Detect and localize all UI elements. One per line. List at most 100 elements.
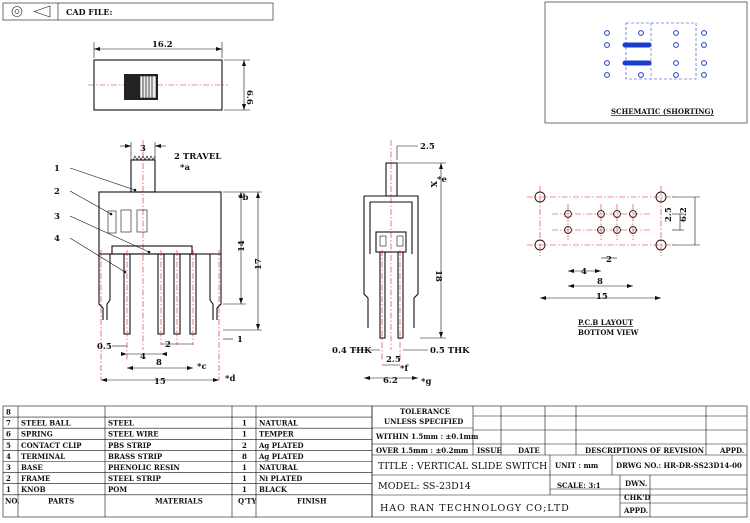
front-edge-dim: 0.5 [97, 342, 112, 352]
tb-appd2: APPD. [623, 506, 648, 515]
parts-cell-finish: Ag PLATED [258, 441, 304, 450]
tb-title: TITLE : VERTICAL SLIDE SWITCH [378, 461, 547, 472]
parts-cell-no: 4 [6, 452, 11, 461]
parts-cell-part: TERMINAL [21, 452, 65, 461]
parts-cell-finish: BLACK [259, 485, 288, 494]
schematic-box: SCHEMATIC (SHORTING) [544, 1, 748, 124]
pcb-hole [564, 210, 572, 218]
tb-appd: APPD. [719, 446, 744, 455]
pcb-hole [613, 226, 621, 234]
pcb-hole [629, 226, 637, 234]
schematic-terminal-dot [638, 72, 644, 78]
pcb-dim-c: 4 [581, 267, 587, 277]
tb-within: WITHIN 1.5mm : ±0.1mm [375, 432, 479, 441]
parts-header-part: PARTS [48, 496, 74, 505]
marker-e: *e [437, 175, 447, 185]
schematic-caption: SCHEMATIC (SHORTING) [611, 107, 714, 116]
tb-over: OVER 1.5mm : ±0.2mm [376, 446, 469, 455]
parts-cell-part: KNOB [21, 485, 46, 494]
schematic-terminal-dot [604, 60, 610, 66]
pcb-mount-hole [534, 191, 546, 203]
tb-chkd: CHK'D [624, 493, 650, 502]
pcb-holes [534, 191, 667, 251]
pcb-hole [564, 226, 572, 234]
pcb-mount-hole [655, 191, 667, 203]
side-knob-dim: 2.5 [420, 142, 435, 152]
front-total-h-dim: 17 [254, 258, 264, 270]
projection-symbol-icon [11, 5, 51, 18]
cad-file-label: CAD FILE: [66, 7, 112, 17]
front-pitch-b-dim: 2 [165, 340, 171, 350]
pcb-dim-e: 8 [597, 277, 603, 287]
side-terminals [379, 251, 404, 339]
parts-cell-material: PBS STRIP [108, 441, 152, 450]
callout-2: 2 [54, 187, 60, 197]
parts-header-qty: Q'TY [238, 496, 257, 505]
pcb-dim-b: 6.2 [679, 207, 689, 222]
schematic-terminal-dot [673, 72, 679, 78]
marker-d: *d [225, 374, 235, 384]
tb-unless: UNLESS SPECIFIED [384, 417, 463, 426]
schematic-terminal-dot [604, 42, 610, 48]
parts-cell-qty: 8 [242, 452, 247, 461]
schematic-terminal-dot [701, 30, 707, 36]
pcb-dim-d: 2 [606, 255, 612, 265]
schematic-terminal-dot [673, 42, 679, 48]
parts-cell-finish: TEMPER [259, 430, 294, 439]
marker-b: *b [238, 193, 248, 203]
schematic-terminal-dot [701, 42, 707, 48]
schematic-terminal-dot [673, 60, 679, 66]
parts-cell-qty: 1 [242, 474, 247, 483]
schematic-terminals [604, 30, 707, 78]
parts-cell-qty: 1 [242, 419, 247, 428]
parts-cell-qty: 2 [242, 441, 247, 450]
front-pitch-a-dim: 4 [140, 352, 146, 362]
schematic-terminal-dot [701, 72, 707, 78]
schematic-terminal-dot [701, 60, 707, 66]
parts-cell-no: 3 [6, 463, 11, 472]
parts-cell-no: 6 [6, 430, 11, 439]
parts-cell-no: 8 [6, 408, 11, 417]
front-width-dim: 15 [154, 377, 166, 387]
parts-cell-material: BRASS STRIP [108, 452, 163, 461]
side-view: 2.5 X *e 18 0.4 THK 0.5 THK 2.5 *f 6.2 * [332, 140, 470, 387]
front-inner-h-dim: 14 [237, 240, 247, 252]
pcb-hole [597, 210, 605, 218]
top-view-height-dim: 6.6 [244, 90, 254, 105]
parts-cell-part: BASE [21, 463, 43, 472]
parts-cell-part: SPRING [21, 430, 53, 439]
parts-cell-finish: NATURAL [259, 463, 298, 472]
side-thk-a-dim: 0.4 THK [332, 346, 372, 356]
parts-cell-material: POM [108, 485, 127, 494]
tb-scale: SCALE: 3:1 [557, 481, 601, 490]
parts-cell-finish: Ag PLATED [258, 452, 304, 461]
pcb-mount-hole [534, 239, 546, 251]
parts-cell-part: STEEL BALL [21, 419, 71, 428]
tb-unit: UNIT : mm [555, 461, 599, 470]
parts-cell-material: STEEL STRIP [108, 474, 162, 483]
pcb-hole [613, 210, 621, 218]
front-knob-dim: 3 [140, 144, 146, 154]
schematic-diagram [604, 22, 707, 80]
parts-cell-no: 5 [6, 441, 11, 450]
schematic-terminal-dot [604, 72, 610, 78]
side-width-dim: 6.2 [383, 376, 398, 386]
parts-cell-qty: 1 [242, 485, 247, 494]
schematic-terminal-dot [604, 30, 610, 36]
pcb-dim-a: 2.5 [664, 207, 674, 222]
parts-cell-material: STEEL WIRE [108, 430, 159, 439]
title-block: TOLERANCE UNLESS SPECIFIED WITHIN 1.5mm … [371, 405, 748, 518]
side-pitch-dim: 2.5 [386, 355, 401, 365]
parts-cell-qty: 1 [242, 463, 247, 472]
parts-cell-part: FRAME [21, 474, 50, 483]
tb-dwn: DWN. [625, 479, 647, 488]
tb-model: MODEL: SS-23D14 [378, 481, 471, 492]
parts-cell-material: PHENOLIC RESIN [108, 463, 180, 472]
pcb-dim-f: 15 [596, 292, 608, 302]
tb-descriptions: DESCRIPTIONS OF REVISION [585, 446, 705, 455]
pcb-hole [597, 226, 605, 234]
front-terminals [123, 253, 197, 335]
